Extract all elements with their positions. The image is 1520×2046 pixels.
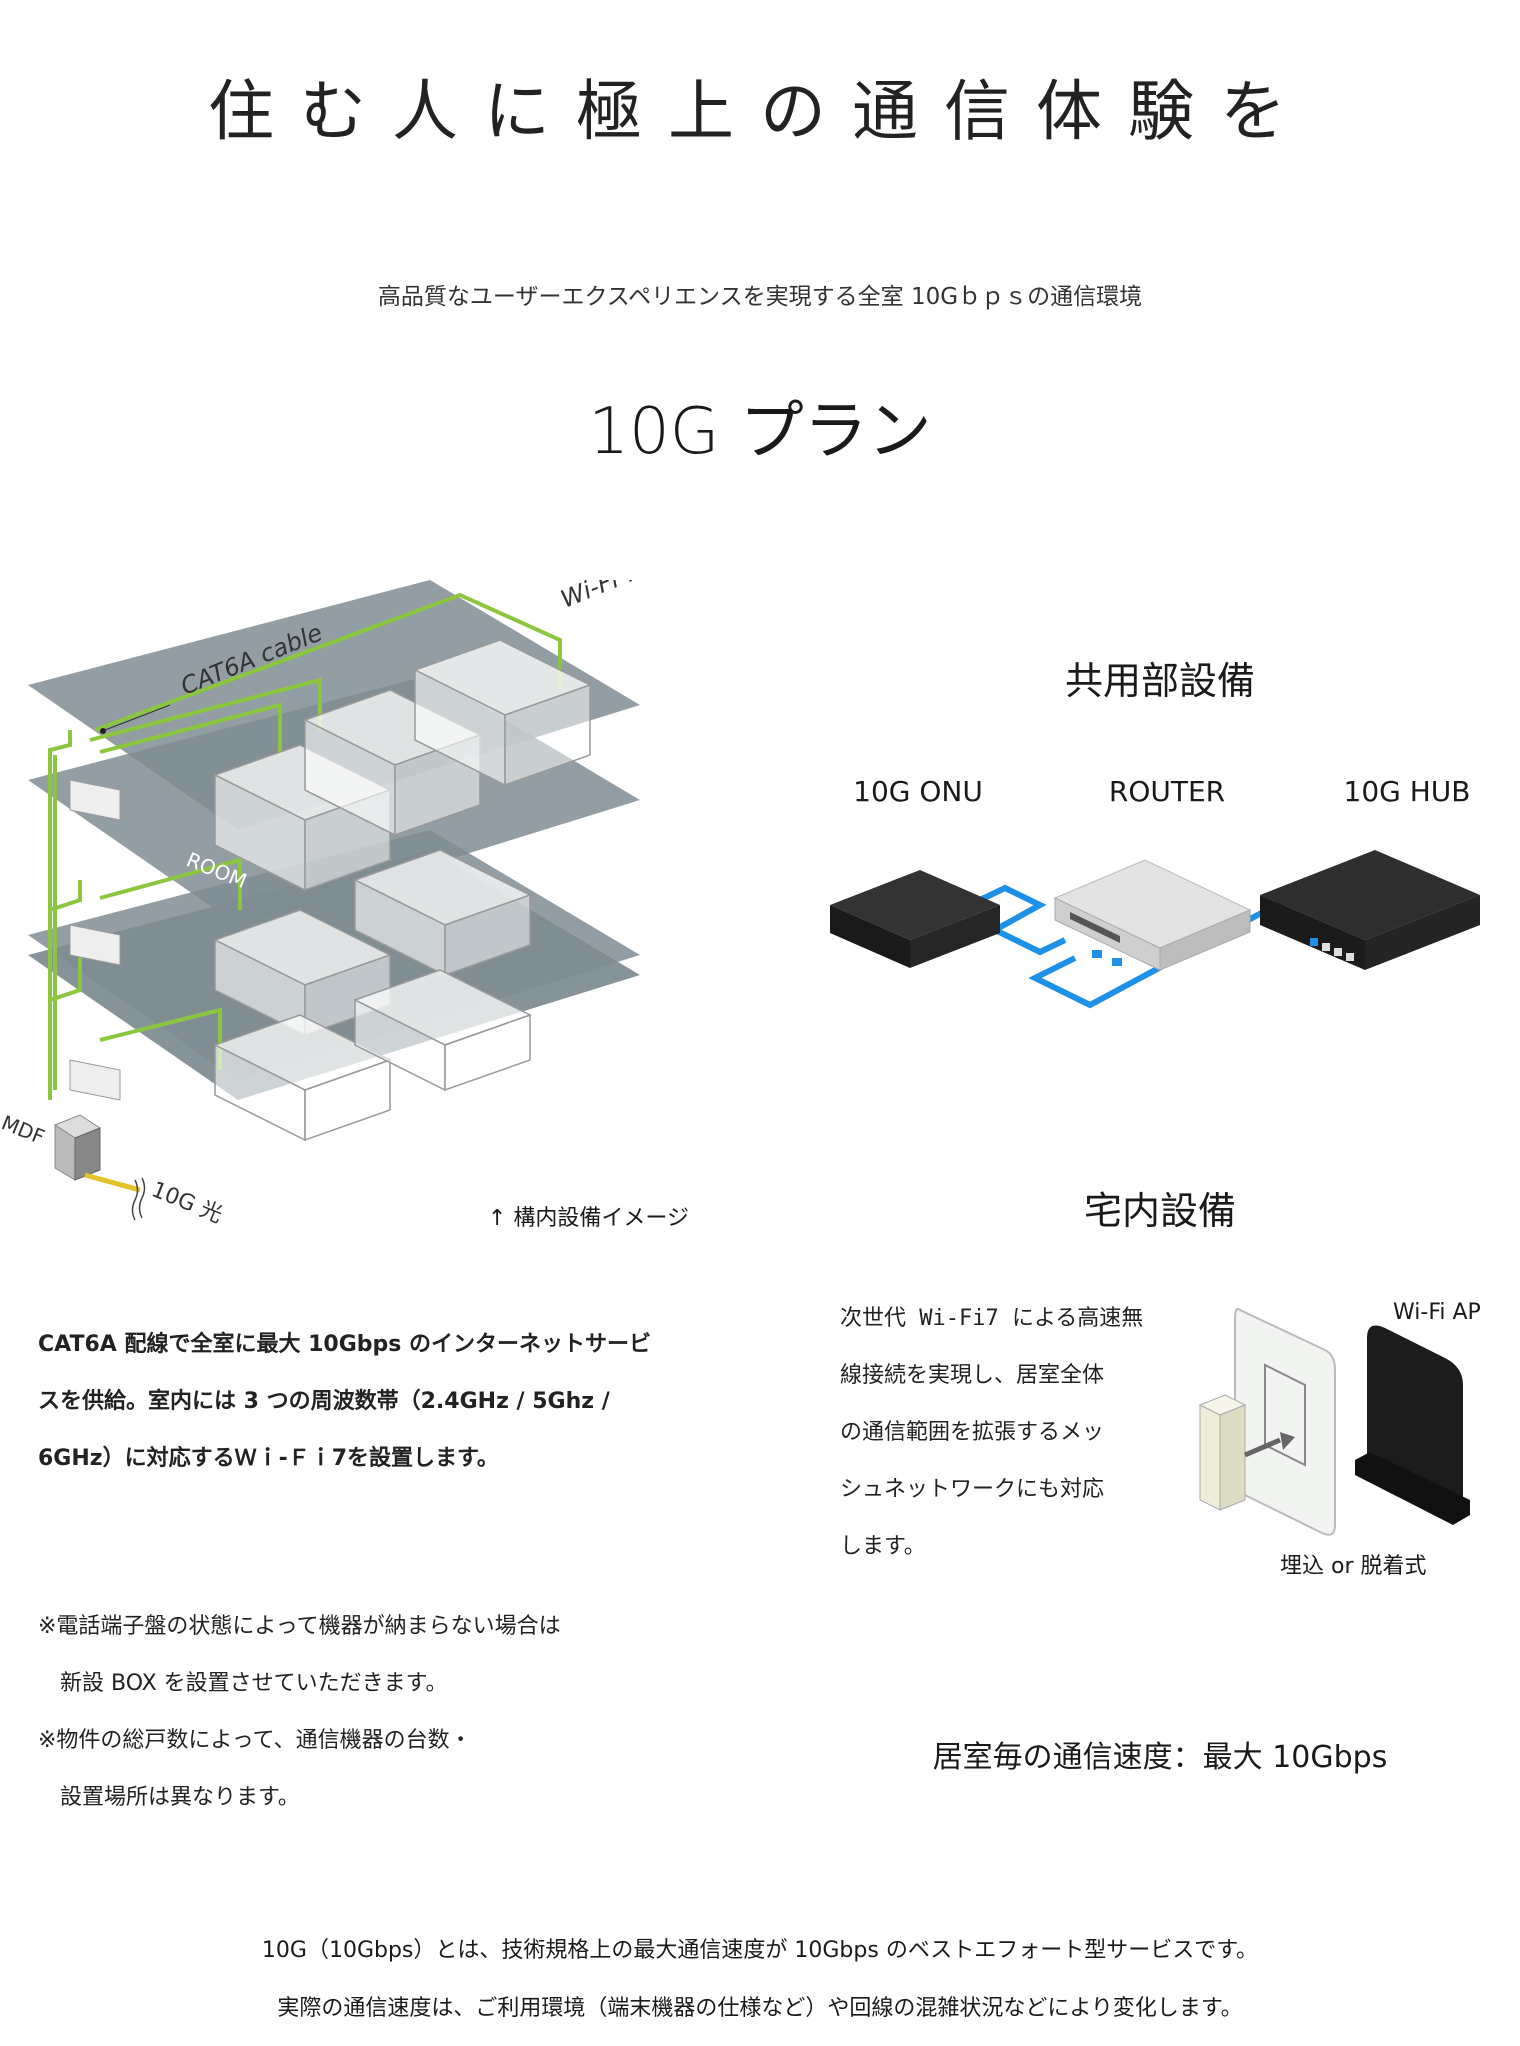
- in-home-line-4: シュネットワークにも対応: [840, 1477, 1105, 1502]
- cat6a-line-1: CAT6A 配線で全室に最大 10Gbps のインターネットサービ: [38, 1332, 652, 1357]
- in-home-line-1: 次世代 Wi-Fi7 による高速無: [840, 1306, 1144, 1331]
- wifi-label: Wi-Fi 7: [557, 580, 645, 614]
- note-line-2: 新設 BOX を設置させていただきます。: [38, 1671, 448, 1696]
- plan-title: 10G プラン: [588, 395, 932, 469]
- arrow-icon: [1280, 1432, 1295, 1450]
- wifi-ap-diagram: [1198, 1307, 1470, 1536]
- note-line-4: 設置場所は異なります。: [38, 1785, 300, 1810]
- shared-equipment-title: 共用部設備: [1064, 659, 1255, 703]
- in-home-description: 次世代 Wi-Fi7 による高速無 線接続を実現し、居室全体 の通信範囲を拡張す…: [840, 1290, 1180, 1575]
- in-home-line-5: します。: [840, 1534, 926, 1559]
- device-label-onu: 10G ONU: [853, 775, 983, 808]
- in-home-line-2: 線接続を実現し、居室全体: [840, 1363, 1105, 1388]
- wifi-ap-label: Wi-Fi AP: [1393, 1300, 1481, 1325]
- floor-plate-4: [28, 580, 640, 830]
- footer-line-2: 実際の通信速度は、ご利用環境（端末機器の仕様など）や回線の混雑状況などにより変化…: [277, 1996, 1243, 2021]
- install-type-label: 埋込 or 脱着式: [1280, 1554, 1427, 1579]
- cat6a-cables: [48, 592, 562, 1100]
- note-line-1: ※電話端子盤の状態によって機器が納まらない場合は: [38, 1614, 561, 1639]
- cat6a-description: CAT6A 配線で全室に最大 10Gbps のインターネットサービ スを供給。室…: [38, 1316, 738, 1487]
- room-speed-text: 居室毎の通信速度：最大 10Gbps: [932, 1740, 1388, 1775]
- footer-line-1: 10G（10Gbps）とは、技術規格上の最大通信速度が 10Gbps のベストエ…: [261, 1938, 1259, 1963]
- terminal-panels: [69, 779, 121, 1101]
- wall-plate-icon: [1234, 1307, 1336, 1536]
- mdf-label: MDF: [0, 1110, 48, 1149]
- building-diagram: CAT6A cable Wi-Fi 7 ROOM MDF 10G 光: [0, 580, 645, 1228]
- shared-equipment-diagram: [830, 850, 1480, 1009]
- page-title: 住む人に極上の通信体験を: [208, 73, 1312, 150]
- mdf-rack-icon: [53, 1114, 102, 1181]
- wall-module-icon: [1198, 1394, 1247, 1511]
- wifi-ap-device-icon: [1355, 1325, 1470, 1525]
- hub-device-icon: [1260, 850, 1480, 970]
- notes-block: ※電話端子盤の状態によって機器が納まらない場合は 新設 BOX を設置させていた…: [38, 1598, 738, 1826]
- building-caption: ↑ 構内設備イメージ: [488, 1206, 689, 1231]
- fiber-label: 10G 光: [148, 1177, 226, 1228]
- in-home-equipment-title: 宅内設備: [1083, 1189, 1236, 1233]
- in-home-line-3: の通信範囲を拡張するメッ: [840, 1420, 1105, 1445]
- cat6a-line-2: スを供給。室内には 3 つの周波数帯（2.4GHz / 5Ghz /: [38, 1389, 610, 1414]
- note-line-3: ※物件の総戸数によって、通信機器の台数・: [38, 1728, 472, 1753]
- router-device-icon: [1053, 859, 1252, 971]
- room-boxes: [213, 639, 592, 1142]
- cat6a-line-3: 6GHz）に対応するＷｉ-Ｆｉ7を設置します。: [38, 1446, 499, 1471]
- onu-device-icon: [830, 870, 1000, 968]
- device-label-hub: 10G HUB: [1343, 775, 1471, 808]
- page-subtitle: 高品質なユーザーエクスペリエンスを実現する全室 10Gｂｐｓの通信環境: [377, 284, 1143, 310]
- device-label-router: ROUTER: [1108, 775, 1226, 808]
